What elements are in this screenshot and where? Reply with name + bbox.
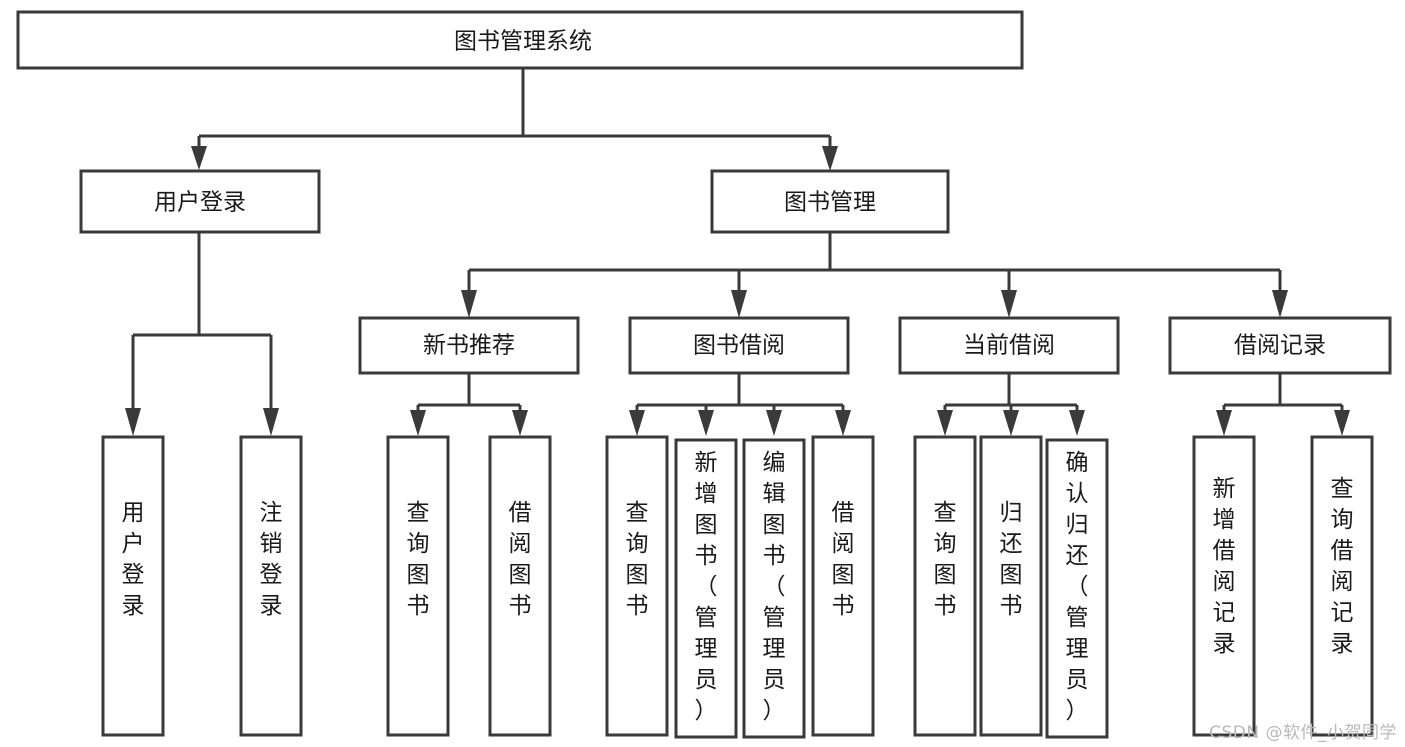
- node-label: 新书推荐: [423, 333, 515, 359]
- node-box: [101, 435, 165, 737]
- node-label: 注销登录: [260, 500, 283, 619]
- node-box: [913, 435, 977, 737]
- node-box: [1168, 316, 1392, 375]
- node-leaf-borrow-books-2[interactable]: 借阅图书: [811, 435, 875, 737]
- node-label: 新增图书（管理员）: [695, 450, 718, 724]
- node-label: 归还图书: [1000, 500, 1023, 619]
- arrow-book-management: [822, 146, 838, 171]
- node-box: [674, 438, 738, 739]
- node-book-management[interactable]: 图书管理: [710, 169, 950, 234]
- node-box: [358, 316, 580, 375]
- node-leaf-query-books-3[interactable]: 查询图书: [913, 435, 977, 737]
- arrow-leaf-add-borrow-record: [1216, 410, 1232, 436]
- node-leaf-logout[interactable]: 注销登录: [239, 435, 303, 737]
- node-box: [811, 435, 875, 737]
- node-label: 借阅记录: [1234, 333, 1326, 359]
- arrow-user-login: [191, 146, 207, 170]
- node-label: 查询图书: [934, 500, 957, 619]
- arrow-leaf-confirm-return-admin: [1069, 410, 1085, 436]
- arrow-leaf-borrow-books-2: [835, 410, 851, 436]
- node-label: 查询图书: [626, 500, 649, 619]
- node-box: [710, 169, 950, 234]
- node-leaf-query-borrow-record[interactable]: 查询借阅记录: [1310, 435, 1374, 737]
- arrow-leaf-add-book-admin: [698, 410, 714, 436]
- csdn-watermark: CSDN @软件_小贺同学: [1209, 723, 1397, 743]
- arrow-new-book-recommend: [461, 290, 477, 318]
- node-box: [1310, 435, 1374, 737]
- node-label: 借阅图书: [832, 500, 855, 619]
- arrow-borrow-record: [1272, 290, 1288, 318]
- node-label: 查询借阅记录: [1331, 476, 1354, 657]
- node-box: [386, 435, 450, 737]
- node-box: [898, 316, 1120, 375]
- node-label: 用户登录: [122, 500, 145, 619]
- arrow-leaf-query-books-2: [629, 410, 645, 436]
- node-leaf-query-books-2[interactable]: 查询图书: [605, 435, 669, 737]
- node-current-borrow[interactable]: 当前借阅: [898, 316, 1120, 375]
- node-box: [1192, 435, 1256, 737]
- node-box: [742, 438, 806, 739]
- node-user-login[interactable]: 用户登录: [79, 169, 321, 234]
- node-label: 查询图书: [407, 500, 430, 619]
- arrow-leaf-query-borrow-record: [1334, 410, 1350, 436]
- node-box: [16, 10, 1024, 70]
- node-label: 借阅图书: [509, 500, 532, 619]
- arrow-current-borrow: [1001, 290, 1017, 318]
- node-leaf-confirm-return-admin[interactable]: 确认归还（管理员）: [1045, 438, 1109, 739]
- node-label: 当前借阅: [963, 333, 1055, 359]
- arrow-leaf-edit-book-admin: [766, 410, 782, 436]
- arrow-leaf-query-books-3: [937, 410, 953, 436]
- arrow-leaf-return-book: [1003, 410, 1019, 436]
- node-leaf-edit-book-admin[interactable]: 编辑图书（管理员）: [742, 438, 806, 739]
- node-leaf-add-book-admin[interactable]: 新增图书（管理员）: [674, 438, 738, 739]
- node-label: 编辑图书（管理员）: [763, 450, 786, 724]
- node-label: 图书管理系统: [454, 29, 592, 55]
- arrow-leaf-logout: [263, 408, 279, 436]
- node-leaf-return-book[interactable]: 归还图书: [979, 435, 1043, 737]
- node-leaf-add-borrow-record[interactable]: 新增借阅记录: [1192, 435, 1256, 737]
- arrow-book-borrow: [731, 290, 747, 318]
- connector-layer: [125, 68, 1350, 436]
- node-leaf-query-books-1[interactable]: 查询图书: [386, 435, 450, 737]
- node-label: 图书管理: [784, 190, 876, 216]
- node-label: 图书借阅: [693, 333, 785, 359]
- node-book-borrow[interactable]: 图书借阅: [628, 316, 850, 375]
- node-box: [605, 435, 669, 737]
- node-book-management-system[interactable]: 图书管理系统: [16, 10, 1024, 70]
- arrow-leaf-query-books-1: [410, 410, 426, 436]
- node-label: 用户登录: [154, 190, 246, 216]
- arrow-leaf-borrow-books-1: [512, 410, 528, 436]
- node-new-book-recommend[interactable]: 新书推荐: [358, 316, 580, 375]
- node-box: [979, 435, 1043, 737]
- node-box: [1045, 438, 1109, 739]
- node-borrow-record[interactable]: 借阅记录: [1168, 316, 1392, 375]
- node-label: 确认归还（管理员）: [1066, 450, 1089, 724]
- arrow-leaf-user-login: [125, 408, 141, 436]
- node-box: [628, 316, 850, 375]
- node-leaf-user-login[interactable]: 用户登录: [101, 435, 165, 737]
- node-leaf-borrow-books-1[interactable]: 借阅图书: [488, 435, 552, 737]
- node-label: 新增借阅记录: [1213, 476, 1236, 657]
- node-box: [79, 169, 321, 234]
- node-box: [239, 435, 303, 737]
- node-box: [488, 435, 552, 737]
